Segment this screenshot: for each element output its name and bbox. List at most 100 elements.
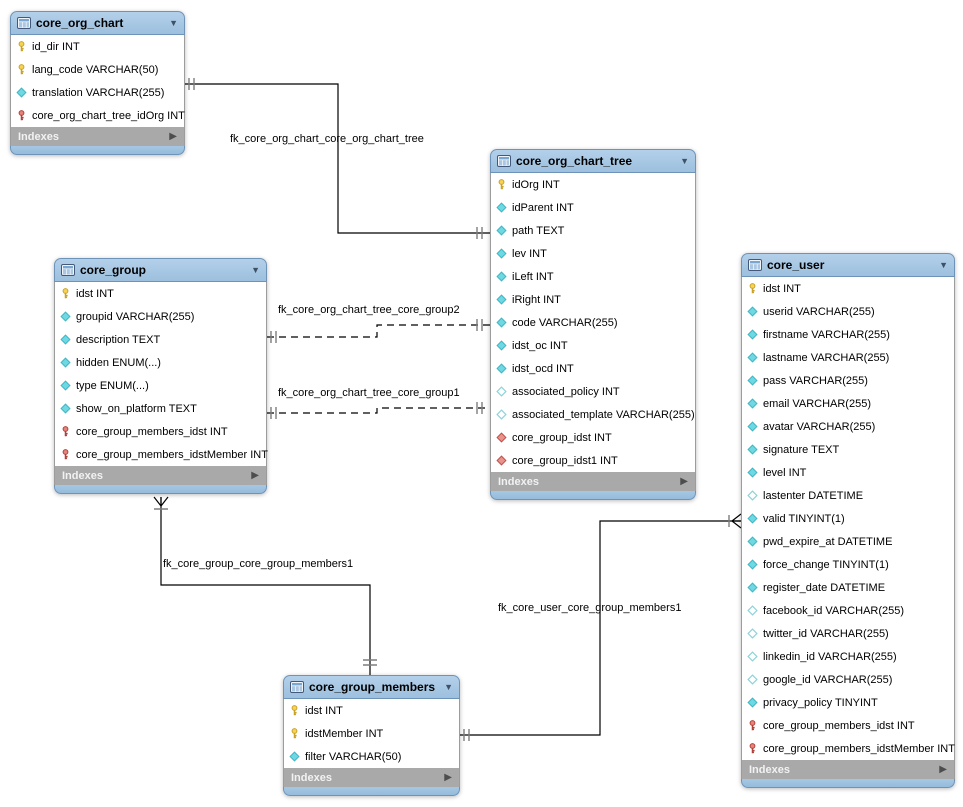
column-text: idst INT xyxy=(305,704,343,717)
column-row[interactable]: associated_policy INT xyxy=(491,380,695,403)
column-row[interactable]: core_group_idst INT xyxy=(491,426,695,449)
column-row[interactable]: idst_oc INT xyxy=(491,334,695,357)
column-row[interactable]: core_group_members_idstMember INT xyxy=(742,737,955,760)
collapse-arrow-icon[interactable]: ▼ xyxy=(251,264,260,275)
column-row[interactable]: userid VARCHAR(255) xyxy=(742,300,954,323)
collapse-arrow-icon[interactable]: ▼ xyxy=(939,259,948,270)
table-core_group_members[interactable]: core_group_members ▼ idst INT idstMember … xyxy=(283,675,460,796)
column-row[interactable]: iLeft INT xyxy=(491,265,695,288)
column-row[interactable]: type ENUM(...) xyxy=(55,374,266,397)
indexes-row[interactable]: Indexes ▶ xyxy=(10,127,185,146)
column-row[interactable]: core_group_members_idstMember INT xyxy=(55,443,268,466)
indexes-row[interactable]: Indexes ▶ xyxy=(490,472,696,491)
column-row[interactable]: description TEXT xyxy=(55,328,266,351)
column-row[interactable]: lev INT xyxy=(491,242,695,265)
column-row[interactable]: hidden ENUM(...) xyxy=(55,351,266,374)
relationship-label[interactable]: fk_core_user_core_group_members1 xyxy=(498,602,682,614)
column-row[interactable]: filter VARCHAR(50) xyxy=(284,745,459,768)
column-text: valid TINYINT(1) xyxy=(763,512,845,525)
column-row[interactable]: idParent INT xyxy=(491,196,695,219)
column-row[interactable]: core_org_chart_tree_idOrg INT xyxy=(11,104,185,127)
column-row[interactable]: associated_template VARCHAR(255) xyxy=(491,403,695,426)
column-row[interactable]: lastname VARCHAR(255) xyxy=(742,346,954,369)
column-row[interactable]: force_change TINYINT(1) xyxy=(742,553,954,576)
table-header[interactable]: core_group ▼ xyxy=(54,258,267,282)
column-icon xyxy=(747,559,758,570)
column-row[interactable]: pwd_expire_at DATETIME xyxy=(742,530,954,553)
column-text: lev INT xyxy=(512,247,547,260)
column-row[interactable]: pass VARCHAR(255) xyxy=(742,369,954,392)
indexes-row[interactable]: Indexes ▶ xyxy=(741,760,955,779)
column-icon xyxy=(496,317,507,328)
relationship-line-fk_core_group_core_group_members1[interactable] xyxy=(160,497,371,675)
column-text: idParent INT xyxy=(512,201,574,214)
column-row[interactable]: lang_code VARCHAR(50) xyxy=(11,58,184,81)
column-row[interactable]: avatar VARCHAR(255) xyxy=(742,415,954,438)
column-row[interactable]: signature TEXT xyxy=(742,438,954,461)
column-row[interactable]: core_group_idst1 INT xyxy=(491,449,695,472)
relationship-label[interactable]: fk_core_org_chart_core_org_chart_tree xyxy=(230,133,424,145)
column-row[interactable]: idst_ocd INT xyxy=(491,357,695,380)
relationship-line-fk_core_user_core_group_members1[interactable] xyxy=(460,520,741,736)
column-row[interactable]: level INT xyxy=(742,461,954,484)
table-header[interactable]: core_group_members ▼ xyxy=(283,675,460,699)
column-row[interactable]: id_dir INT xyxy=(11,35,184,58)
table-header[interactable]: core_org_chart ▼ xyxy=(10,11,185,35)
column-text: core_group_members_idstMember INT xyxy=(76,448,268,461)
expand-arrow-icon[interactable]: ▶ xyxy=(444,771,452,783)
indexes-row[interactable]: Indexes ▶ xyxy=(54,466,267,485)
relationship-line-fk_core_org_chart_tree_core_group2[interactable] xyxy=(267,324,490,338)
column-text: privacy_policy TINYINT xyxy=(763,696,878,709)
table-core_org_chart_tree[interactable]: core_org_chart_tree ▼ idOrg INT idParent … xyxy=(490,149,696,500)
expand-arrow-icon[interactable]: ▶ xyxy=(169,130,177,142)
collapse-arrow-icon[interactable]: ▼ xyxy=(169,17,178,28)
column-text: lastenter DATETIME xyxy=(763,489,864,502)
expand-arrow-icon[interactable]: ▶ xyxy=(251,469,259,481)
relationship-line-fk_core_org_chart_core_org_chart_tree[interactable] xyxy=(185,83,490,234)
column-icon xyxy=(747,582,758,593)
indexes-label: Indexes xyxy=(749,763,790,776)
column-row[interactable]: register_date DATETIME xyxy=(742,576,954,599)
column-row[interactable]: email VARCHAR(255) xyxy=(742,392,954,415)
column-row[interactable]: idst INT xyxy=(742,277,954,300)
column-row[interactable]: privacy_policy TINYINT xyxy=(742,691,954,714)
collapse-arrow-icon[interactable]: ▼ xyxy=(680,155,689,166)
column-row[interactable]: iRight INT xyxy=(491,288,695,311)
column-row[interactable]: core_group_members_idst INT xyxy=(742,714,954,737)
collapse-arrow-icon[interactable]: ▼ xyxy=(444,681,453,692)
column-icon xyxy=(747,306,758,317)
column-row[interactable]: groupid VARCHAR(255) xyxy=(55,305,266,328)
column-row[interactable]: path TEXT xyxy=(491,219,695,242)
column-row[interactable]: show_on_platform TEXT xyxy=(55,397,266,420)
relationship-label[interactable]: fk_core_org_chart_tree_core_group1 xyxy=(278,387,460,399)
expand-arrow-icon[interactable]: ▶ xyxy=(680,475,688,487)
column-nullable-icon xyxy=(496,386,507,397)
expand-arrow-icon[interactable]: ▶ xyxy=(939,763,947,775)
column-row[interactable]: google_id VARCHAR(255) xyxy=(742,668,954,691)
column-row[interactable]: idst INT xyxy=(284,699,459,722)
relationship-line-fk_core_org_chart_tree_core_group1[interactable] xyxy=(267,407,490,414)
table-header[interactable]: core_user ▼ xyxy=(741,253,955,277)
indexes-row[interactable]: Indexes ▶ xyxy=(283,768,460,787)
column-row[interactable]: core_group_members_idst INT xyxy=(55,420,266,443)
column-row[interactable]: code VARCHAR(255) xyxy=(491,311,695,334)
column-icon xyxy=(60,334,71,345)
table-header[interactable]: core_org_chart_tree ▼ xyxy=(490,149,696,173)
column-row[interactable]: idst INT xyxy=(55,282,266,305)
column-row[interactable]: firstname VARCHAR(255) xyxy=(742,323,954,346)
column-row[interactable]: translation VARCHAR(255) xyxy=(11,81,184,104)
relationship-label[interactable]: fk_core_org_chart_tree_core_group2 xyxy=(278,304,460,316)
foreign-key-icon xyxy=(747,743,758,754)
column-row[interactable]: lastenter DATETIME xyxy=(742,484,954,507)
column-row[interactable]: facebook_id VARCHAR(255) xyxy=(742,599,954,622)
column-row[interactable]: idOrg INT xyxy=(491,173,695,196)
column-text: core_group_members_idstMember INT xyxy=(763,742,955,755)
column-row[interactable]: twitter_id VARCHAR(255) xyxy=(742,622,954,645)
column-row[interactable]: linkedin_id VARCHAR(255) xyxy=(742,645,954,668)
column-row[interactable]: valid TINYINT(1) xyxy=(742,507,954,530)
column-row[interactable]: idstMember INT xyxy=(284,722,459,745)
relationship-label[interactable]: fk_core_group_core_group_members1 xyxy=(163,558,354,570)
